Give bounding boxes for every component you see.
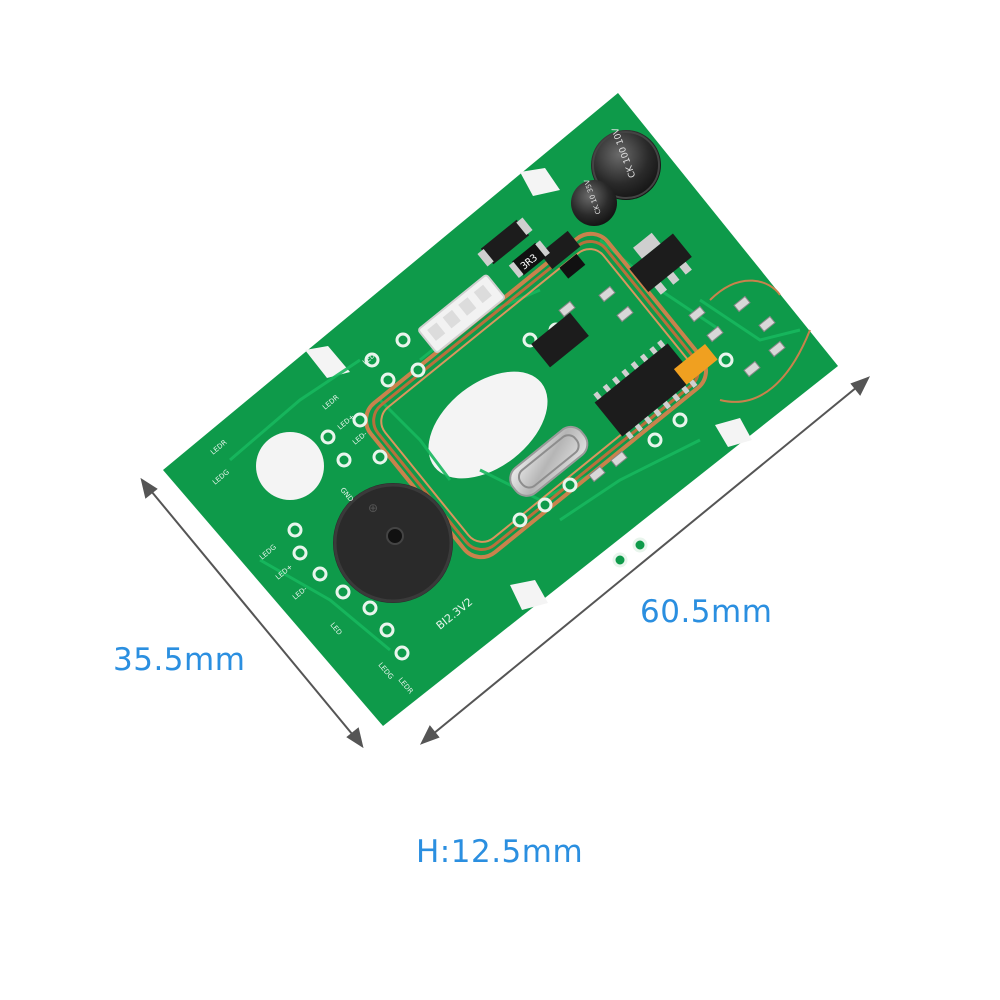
dimension-line-length: [419, 376, 871, 745]
diode: [477, 217, 533, 267]
height-dimension-label: H:12.5mm: [416, 834, 584, 870]
yellow-tape: [673, 344, 718, 385]
voltage-regulator: [629, 232, 692, 295]
capacitor-large: CK 100 10V: [591, 125, 661, 200]
buzzer-plus-mark: ⊕: [368, 501, 378, 515]
crystal-oscillator: [509, 425, 589, 497]
length-dimension-label: 60.5mm: [640, 594, 773, 630]
coil-wires: [709, 279, 811, 403]
board-mounting-slots: [305, 168, 752, 610]
small-ic: [531, 312, 589, 368]
led-hole: [256, 432, 324, 500]
white-connector: [418, 274, 505, 353]
width-dimension-label: 35.5mm: [113, 642, 246, 678]
smd-resistor: [559, 253, 586, 279]
ic-chip: [593, 339, 698, 440]
diode-2: [539, 230, 581, 270]
buzzer: ⊕: [333, 483, 453, 603]
dimension-line-width: [140, 477, 364, 749]
reader-window: [428, 371, 548, 479]
capacitor-small: CK 10 35V: [571, 178, 617, 226]
pcb-board: 3R3: [163, 93, 838, 726]
smd-components: [558, 285, 786, 483]
